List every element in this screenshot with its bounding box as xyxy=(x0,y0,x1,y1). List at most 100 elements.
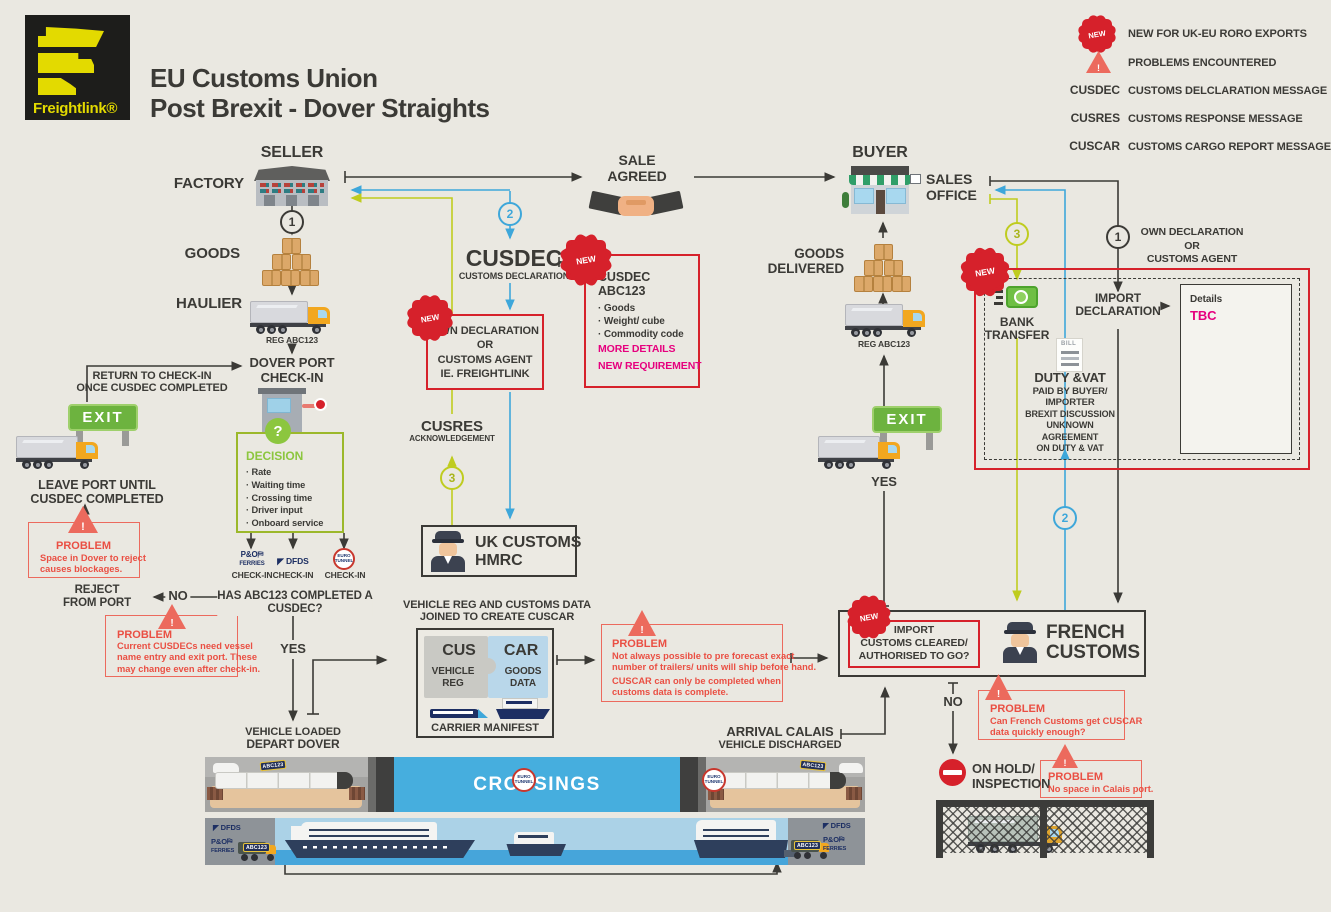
po-ferries-logo: P&O⛿FERRIES xyxy=(239,550,265,568)
haulier-reg-label: REG ABC123 xyxy=(265,335,319,345)
ferry-right-icon xyxy=(688,818,798,862)
cusdec-detail-title: CUSDEC ABC123 xyxy=(598,270,651,299)
goods-data-label: GOODS DATA xyxy=(504,666,542,689)
sea-strip: ◤ DFDS P&O⛿FERRIES ◤ DFDS P&O⛿FERRIES xyxy=(205,818,865,865)
legend-new-label: NEW FOR UK-EU RORO EXPORTS xyxy=(1128,28,1307,40)
leave-port-label: LEAVE PORT UNTIL CUSDEC COMPLETED xyxy=(30,478,164,506)
cusres-title: CUSRES xyxy=(417,418,487,436)
import-new-badge: NEW xyxy=(959,246,1011,298)
haulier-label: HAULIER xyxy=(176,295,242,312)
shop-icon xyxy=(842,166,921,214)
problem-dover-text: Space in Dover to reject causes blockage… xyxy=(40,553,146,575)
import-dashed-box xyxy=(984,278,1300,460)
step-2-badge: 2 xyxy=(498,202,522,226)
train-icon xyxy=(430,707,488,720)
crossings-strip xyxy=(205,757,865,812)
import-declaration-label: IMPORT DECLARATION xyxy=(1075,291,1161,319)
dfds-logo-calais: ◤ DFDS xyxy=(823,821,851,830)
sale-agreed-label: SALE AGREED xyxy=(607,152,667,184)
own-declaration-text: OWN DECLARATION OR CUSTOMS AGENT IE. FRE… xyxy=(431,325,539,380)
problem-french-title: PROBLEM xyxy=(990,703,1045,715)
calais-road xyxy=(706,757,865,812)
problem-dover-title: PROBLEM xyxy=(56,540,111,552)
legend-cusres-label: CUSTOMS RESPONSE MESSAGE xyxy=(1128,113,1303,125)
cusdec-question: HAS ABC123 COMPLETED A CUSDEC? xyxy=(217,590,373,616)
step-3-badge: 3 xyxy=(440,466,464,490)
step-3-badge-right: 3 xyxy=(1005,222,1029,246)
truck-icon xyxy=(38,53,94,73)
seller-title: SELLER xyxy=(260,144,324,161)
freightlink-logo: Freightlink® xyxy=(25,15,130,120)
uk-customs-officer-icon xyxy=(430,531,466,572)
french-customs-label: FRENCH CUSTOMS xyxy=(1046,622,1140,663)
cusres-sub: ACKNOWLEDGEMENT xyxy=(407,434,497,444)
reject-label: REJECT FROM PORT xyxy=(62,584,132,609)
on-hold-label: ON HOLD/ INSPECTION xyxy=(972,761,1051,791)
inspection-fence xyxy=(936,800,1154,858)
problem-cuscar-box xyxy=(601,624,783,702)
duty-vat-sub: PAID BY BUYER/ IMPORTER xyxy=(1032,386,1108,409)
buyer-title: BUYER xyxy=(852,144,908,161)
dover-road xyxy=(205,757,368,812)
problem-french-text: Can French Customs get CUSCAR data quick… xyxy=(990,716,1143,738)
legend-cusdec-label: CUSTOMS DELCLARATION MESSAGE xyxy=(1128,85,1328,97)
logo-brand: Freightlink® xyxy=(33,100,118,117)
factory-icon xyxy=(254,166,330,206)
step-1-badge-right: 1 xyxy=(1106,225,1130,249)
decision-box xyxy=(236,432,344,533)
dfds-checkin-label: CHECK-IN xyxy=(272,570,314,580)
handshake-icon xyxy=(588,186,684,226)
french-new-badge: NEW xyxy=(845,593,893,641)
problem-cuscar-text2: CUSCAR can only be completed when custom… xyxy=(612,676,781,698)
own-declaration-right-text: OWN DECLARATION OR CUSTOMS AGENT xyxy=(1140,226,1244,266)
eurotunnel-logo: EURO TUNNEL xyxy=(333,548,355,570)
buyer-reg-label: REG ABC123 xyxy=(855,339,913,350)
problem-cusdec-title: PROBLEM xyxy=(117,629,172,641)
car-icon xyxy=(213,763,239,773)
po-checkin-label: CHECK-IN xyxy=(231,570,273,580)
goods-label: GOODS xyxy=(184,245,240,262)
plate-calais-ferry: ABC123 xyxy=(794,841,821,850)
cuscar-cus: CUS xyxy=(442,642,476,659)
legend-cusres-key: CUSRES xyxy=(1070,111,1121,125)
goods-icon xyxy=(262,238,320,286)
cuscar-car: CAR xyxy=(503,642,539,659)
eurotunnel-roundel-left: EURO TUNNEL xyxy=(512,768,536,792)
vehicle-discharged-label: VEHICLE DISCHARGED xyxy=(718,739,842,751)
french-officer-icon xyxy=(1002,622,1038,666)
cusdec-title: CUSDEC xyxy=(465,245,563,271)
ferry-left-icon xyxy=(277,820,477,862)
et-checkin-label: CHECK-IN xyxy=(324,570,366,580)
exit-sign-right: EXIT xyxy=(872,406,942,450)
shuttle-train-icon xyxy=(215,772,345,789)
haulier-truck-icon xyxy=(250,297,334,335)
exit-sign-left: EXIT xyxy=(68,404,138,446)
vehicle-loaded-label: VEHICLE LOADED xyxy=(245,726,341,738)
bank-transfer-icon xyxy=(994,286,1038,314)
factory-label: FACTORY xyxy=(173,175,244,192)
return-note: RETURN TO CHECK-IN ONCE CUSDEC COMPLETED xyxy=(76,370,228,395)
problem-calais-title: PROBLEM xyxy=(1048,771,1103,783)
no-label-right: NO xyxy=(940,694,966,711)
more-details-link: MORE DETAILS xyxy=(598,343,676,355)
problem-french-box xyxy=(978,690,1125,740)
problem-cuscar-text1: Not always possible to pre forecast exac… xyxy=(612,651,817,673)
ship-icon xyxy=(38,27,104,47)
details-box xyxy=(1180,284,1292,454)
legend-cusdec-key: CUSDEC xyxy=(1069,83,1120,97)
problem-cusdec-text: Current CUSDECs need vessel name entry a… xyxy=(117,641,261,674)
po-logo-dover: P&O⛿FERRIES xyxy=(211,837,235,854)
tunnel-mouth-right xyxy=(680,757,706,812)
step-2-badge-right: 2 xyxy=(1053,506,1077,530)
depart-dover-label: DEPART DOVER xyxy=(246,737,340,751)
cuscar-puzzle xyxy=(424,636,548,698)
details-value: TBC xyxy=(1190,308,1217,323)
po-logo-calais: P&O⛿FERRIES xyxy=(823,835,847,852)
crossings-band xyxy=(394,757,680,812)
duty-vat-note: BREXIT DISCUSSION UNKNOWN AGREEMENT ON D… xyxy=(1025,409,1115,453)
authorised-box xyxy=(848,620,980,668)
problem-calais-box xyxy=(1040,760,1142,798)
goods-delivered-label: GOODS DELIVERED xyxy=(767,246,844,277)
